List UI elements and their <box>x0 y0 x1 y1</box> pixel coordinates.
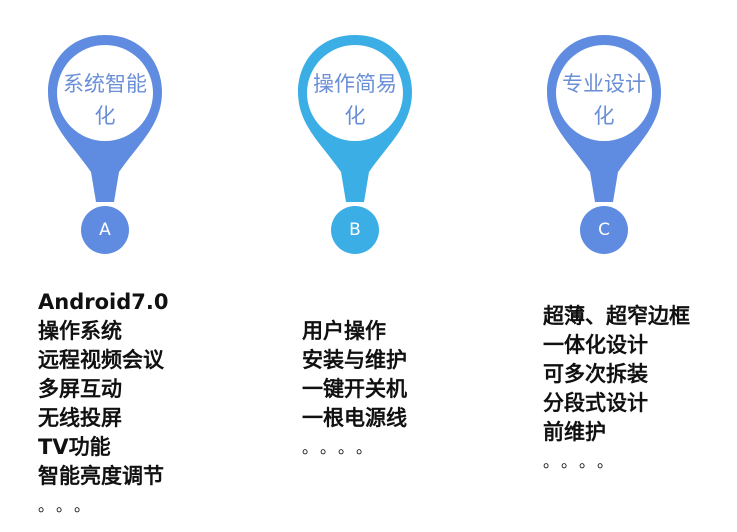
list-item: Android7.0 <box>38 290 169 314</box>
list-item: 用户操作 <box>302 319 386 343</box>
pin-b: 操作简易化 B <box>293 30 417 262</box>
list-item: 远程视频会议 <box>38 348 164 372</box>
list-item: 一根电源线 <box>302 406 407 430</box>
pin-b-shape <box>298 35 412 254</box>
pin-a-letter: A <box>99 220 111 240</box>
list-item: 一体化设计 <box>543 333 648 357</box>
list-ellipsis: 。。。。 <box>302 438 383 457</box>
pin-b-letter: B <box>349 220 361 240</box>
pin-a-title: 系统智能化 <box>63 72 147 128</box>
pin-c-inner-circle <box>556 45 652 141</box>
pin-c: 专业设计化 C <box>542 30 666 262</box>
pin-a-inner-circle <box>57 45 153 141</box>
list-item: 无线投屏 <box>38 406 122 430</box>
list-item: 分段式设计 <box>543 391 648 415</box>
feature-list-a: Android7.0 操作系统 远程视频会议 多屏互动 无线投屏 TV功能 智能… <box>38 288 168 520</box>
list-ellipsis: 。。。。 <box>543 452 624 471</box>
pin-c-title: 专业设计化 <box>562 72 646 128</box>
list-item: 操作系统 <box>38 319 122 343</box>
pin-c-letter-circle <box>580 206 628 254</box>
pin-b-title: 操作简易化 <box>313 72 397 128</box>
list-item: 一键开关机 <box>302 377 407 401</box>
list-item: 前维护 <box>543 420 606 444</box>
pin-a-letter-circle <box>81 206 129 254</box>
list-item: TV功能 <box>38 435 111 459</box>
pin-b-letter-circle <box>331 206 379 254</box>
list-item: 超薄、超窄边框 <box>543 304 690 328</box>
pin-a: 系统智能化 A <box>43 30 167 262</box>
list-item: 多屏互动 <box>38 377 122 401</box>
list-item: 安装与维护 <box>302 348 407 372</box>
pin-c-letter: C <box>598 220 610 240</box>
list-ellipsis: 。。。 <box>38 496 101 515</box>
pin-c-shape <box>547 35 661 254</box>
list-item: 智能亮度调节 <box>38 464 164 488</box>
feature-list-c: 超薄、超窄边框 一体化设计 可多次拆装 分段式设计 前维护 。。。。 <box>543 302 690 476</box>
list-item: 可多次拆装 <box>543 362 648 386</box>
pin-b-inner-circle <box>307 45 403 141</box>
feature-list-b: 用户操作 安装与维护 一键开关机 一根电源线 。。。。 <box>302 317 407 462</box>
pin-a-shape <box>48 35 162 254</box>
